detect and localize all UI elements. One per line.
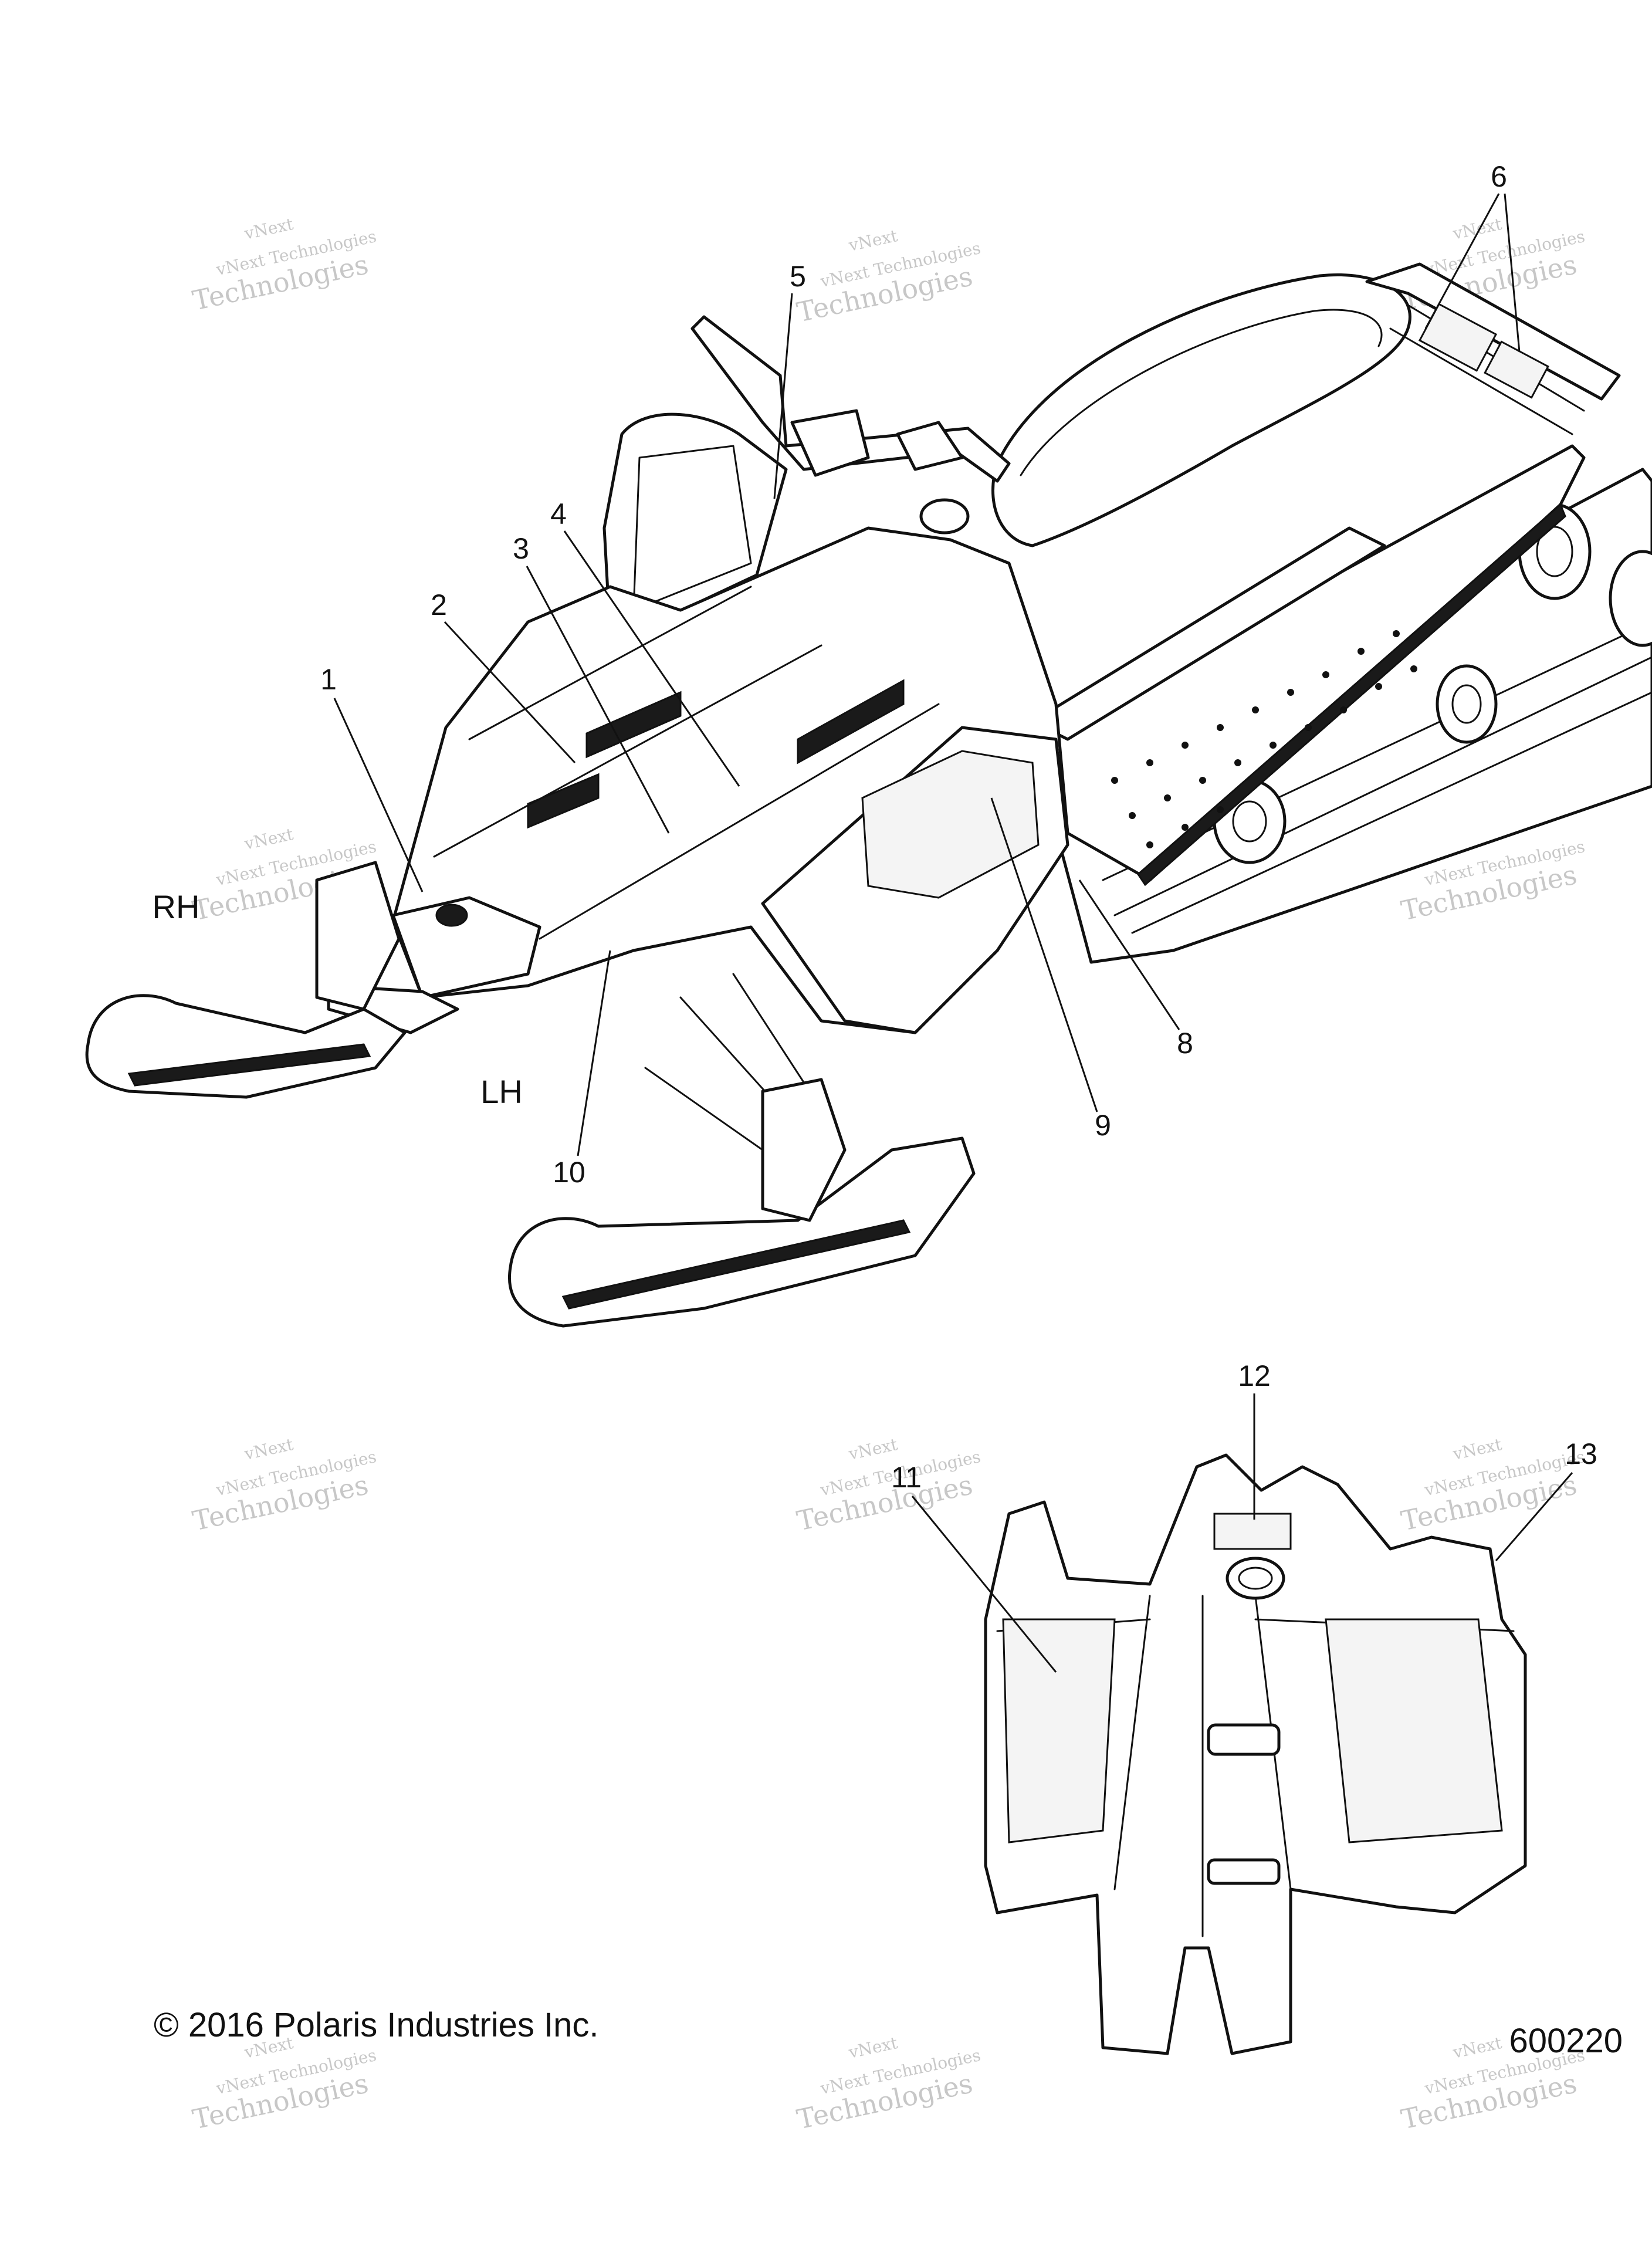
svg-text:8: 8: [1177, 1027, 1193, 1060]
svg-text:3: 3: [513, 532, 529, 565]
windshield: [602, 412, 788, 635]
tank-grab-handle: [1207, 1723, 1281, 1756]
svg-text:11: 11: [891, 1461, 922, 1494]
seat-edge: [1020, 309, 1383, 476]
svg-text:2: 2: [431, 588, 447, 621]
svg-text:vNext: vNext: [847, 226, 900, 255]
svg-text:vNext: vNext: [242, 1435, 296, 1464]
tunnel-rivets: [1111, 630, 1417, 848]
callout-9: 9: [990, 797, 1111, 1142]
spindle-lh: [761, 1078, 847, 1222]
snowmobile-drawing: [85, 262, 1652, 1328]
polaris-logo: [435, 904, 468, 927]
front-suspension: [351, 926, 811, 1151]
lh-label: LH: [480, 1073, 523, 1110]
svg-text:vNext: vNext: [847, 2033, 900, 2062]
headlight: [391, 896, 541, 999]
callouts: 1 2 3 4 5 6 8 9: [320, 160, 1597, 1673]
fuel-tank-drawing: [984, 1453, 1527, 2055]
watermark: vNext vNext Technologies Technologies: [794, 1435, 983, 1537]
ski-lh: [508, 1136, 976, 1328]
watermark: vNext vNext Technologies Technologies: [794, 226, 983, 328]
throttle-block: [790, 409, 870, 477]
callout-6: 6: [1424, 160, 1521, 353]
fuel-filler-cap: [1226, 1557, 1285, 1600]
svg-text:vNext: vNext: [1451, 1435, 1504, 1464]
callout-1: 1: [320, 663, 424, 892]
callout-4: 4: [550, 498, 740, 787]
ski-lh-runner: [561, 1219, 911, 1310]
svg-text:13: 13: [1565, 1437, 1597, 1470]
tunnel-rail: [1137, 503, 1566, 887]
callout-2: 2: [431, 588, 576, 764]
seat: [991, 273, 1411, 547]
hood-vent-upper: [585, 691, 682, 759]
windshield-inner: [632, 445, 752, 611]
svg-text:vNext: vNext: [1451, 214, 1504, 243]
watermark: vNext vNext Technologies Technologies: [1399, 1435, 1587, 1537]
hood-crease: [433, 586, 940, 940]
decal-side-panel: [861, 750, 1040, 899]
rh-label: RH: [153, 888, 200, 925]
hood-vent-mid: [527, 773, 600, 829]
watermark: vNext vNext Technologies Technologies: [190, 214, 378, 316]
callout-8: 8: [1078, 879, 1193, 1060]
callout-12: 12: [1238, 1359, 1271, 1520]
decal-tunnel-rear: [1484, 340, 1549, 399]
watermark: vNext vNext Technologies Technologies: [794, 2033, 983, 2135]
callout-3: 3: [513, 532, 670, 834]
decal-tank-left: [1002, 1618, 1116, 1843]
svg-text:vNext: vNext: [242, 824, 296, 854]
copyright-notice: © 2016 Polaris Industries Inc.: [154, 2006, 599, 2044]
callout-5: 5: [773, 260, 806, 499]
svg-text:12: 12: [1238, 1359, 1271, 1392]
svg-text:6: 6: [1491, 160, 1507, 193]
decal-tank-right: [1325, 1618, 1503, 1843]
svg-text:5: 5: [790, 260, 806, 293]
rear-rack: [1365, 262, 1621, 401]
svg-text:4: 4: [550, 498, 567, 530]
svg-text:vNext: vNext: [1451, 2033, 1504, 2062]
figure-number: 600220: [1509, 2022, 1623, 2060]
watermark: vNext vNext Technologies Technologies: [190, 1435, 378, 1537]
svg-text:9: 9: [1095, 1109, 1111, 1142]
callout-13: 13: [1495, 1437, 1597, 1561]
svg-text:1: 1: [320, 663, 337, 696]
decal-tank-top: [1213, 1513, 1292, 1550]
spindle-rh: [315, 861, 401, 1011]
tank-rear-handle: [1207, 1858, 1281, 1885]
svg-text:vNext: vNext: [242, 214, 296, 243]
svg-text:vNext: vNext: [847, 1435, 900, 1464]
fuel-cap: [919, 498, 970, 535]
callout-11: 11: [891, 1461, 1057, 1673]
hood-vent-side: [797, 679, 905, 764]
svg-text:10: 10: [553, 1156, 585, 1189]
callout-10: 10: [553, 950, 611, 1189]
brake-block: [896, 421, 964, 471]
ski-rh-runner: [127, 1043, 371, 1087]
